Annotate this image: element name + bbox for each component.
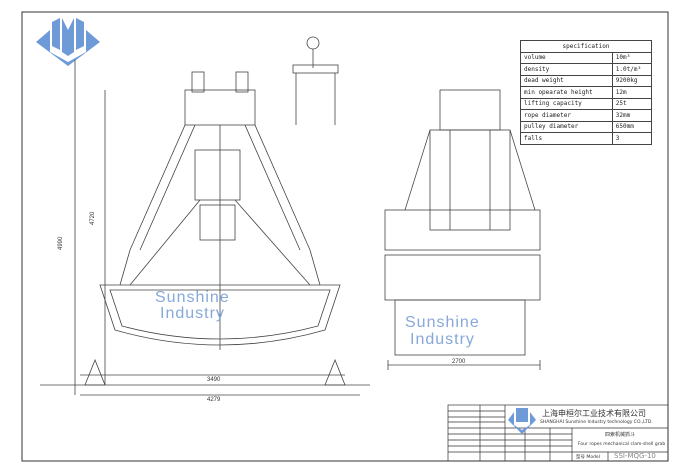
company-name-cn: 上海申桓尔工业技术有限公司 <box>542 409 646 418</box>
spec-value: 1.0t/m³ <box>611 63 653 76</box>
dim-open-width-inner: 3490 <box>207 377 221 383</box>
spec-label: falls <box>520 132 613 145</box>
product-name-cn: 四索机械抓斗 <box>605 432 636 438</box>
dim-overall-height: 4990 <box>58 236 64 250</box>
hook-detail-drawing <box>292 36 339 125</box>
product-name-en: Four ropes mechanical clam-shell grab <box>578 442 666 447</box>
spec-label: pulley diameter <box>520 120 613 133</box>
spec-label: dead weight <box>520 74 613 87</box>
spec-label: volume <box>520 51 613 64</box>
watermark-line2-side: Industry <box>410 331 475 348</box>
model-number: SSI-MQG-10 <box>614 452 656 460</box>
title-block-logo-icon <box>508 408 536 434</box>
company-name-en: SHANGHAI Sunshine Industry technology CO… <box>540 420 653 425</box>
spec-value: 10m³ <box>611 51 653 64</box>
spec-value: 32mm <box>611 109 653 122</box>
spec-label: min opearate height <box>520 86 613 99</box>
spec-label: rope diameter <box>520 109 613 122</box>
spec-title: specification <box>520 40 652 53</box>
spec-value: 3 <box>611 132 653 145</box>
spec-value: 650mm <box>611 120 653 133</box>
dim-inner-height: 4720 <box>90 211 96 225</box>
side-view-drawing <box>384 89 541 370</box>
company-logo-icon <box>36 18 100 66</box>
spec-value: 12m <box>611 86 653 99</box>
dim-open-width-outer: 4279 <box>207 397 221 403</box>
watermark-line1: Sunshine <box>155 289 230 306</box>
spec-value: 9200kg <box>611 74 653 87</box>
front-view-drawing <box>40 60 370 396</box>
watermark-line2: Industry <box>160 305 225 322</box>
model-label: 型号 Model <box>576 455 600 460</box>
dim-side-width: 2700 <box>452 359 466 365</box>
spec-label: density <box>520 63 613 76</box>
title-block <box>447 404 669 462</box>
watermark-line1-side: Sunshine <box>405 314 480 331</box>
spec-label: lifting capacity <box>520 97 613 110</box>
spec-value: 25t <box>611 97 653 110</box>
drawing-border <box>21 11 669 462</box>
